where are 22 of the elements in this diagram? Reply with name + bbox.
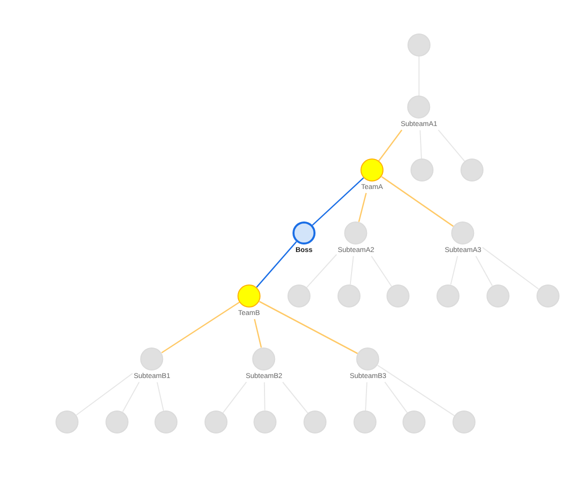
connector-line [76, 372, 134, 416]
connector-line [378, 130, 402, 162]
connector-line [259, 300, 358, 354]
connector-line [377, 364, 455, 416]
connector-line [122, 382, 140, 412]
connector-line [222, 382, 247, 414]
connector-line [350, 256, 354, 286]
connector-line [381, 176, 454, 227]
connector-line [475, 256, 493, 286]
connector-line [156, 382, 164, 412]
connector-line [358, 192, 367, 222]
connector-line [482, 246, 540, 290]
connector-line [438, 129, 466, 162]
connector-line [312, 177, 364, 226]
connector-line [370, 256, 392, 287]
connector-line [384, 382, 408, 414]
connector-line [161, 302, 240, 354]
connector-line [450, 256, 458, 286]
connector-line [282, 382, 308, 414]
connector-line [254, 318, 262, 348]
connector-line [306, 254, 338, 288]
connector-line [256, 241, 297, 288]
